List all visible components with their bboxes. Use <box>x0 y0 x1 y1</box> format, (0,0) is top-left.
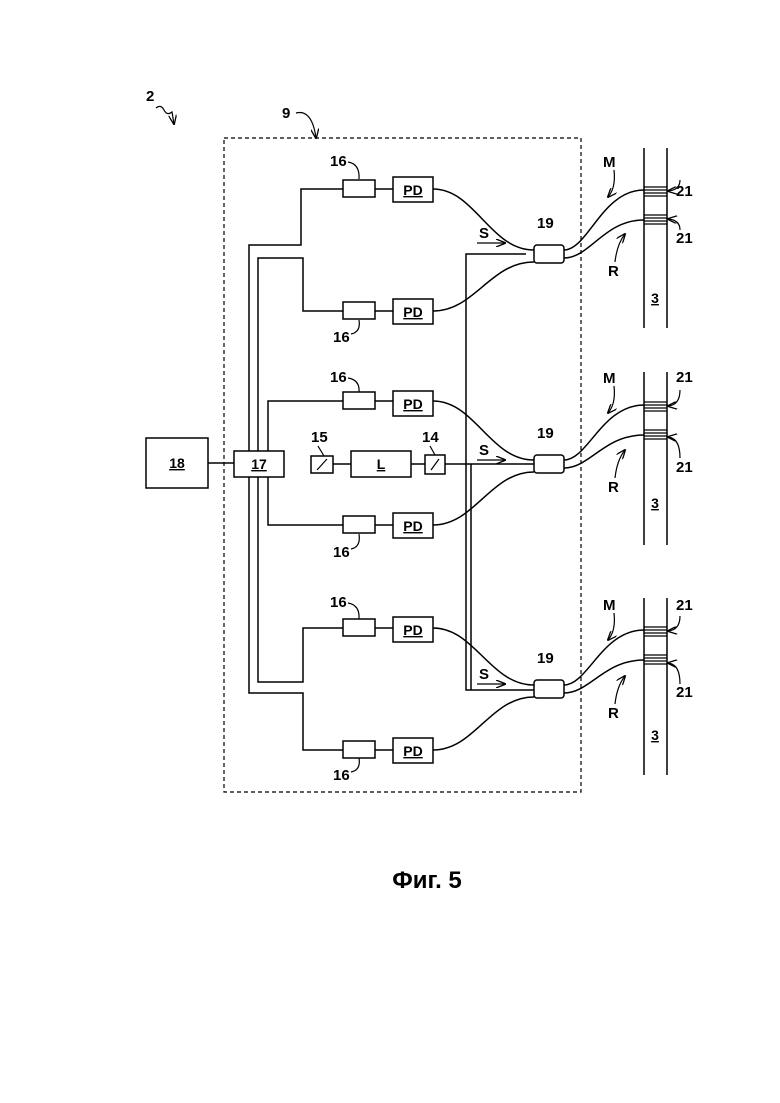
laser-chain: L 15 14 <box>311 429 445 477</box>
svg-text:S: S <box>479 666 489 683</box>
svg-text:16: 16 <box>330 369 347 386</box>
svg-text:R: R <box>608 263 619 280</box>
sensor-fiber-label: 3 <box>651 290 659 306</box>
filter-box <box>343 180 375 197</box>
controller-label: 17 <box>251 456 267 472</box>
svg-text:M: M <box>603 597 616 614</box>
svg-text:21: 21 <box>676 459 693 476</box>
isolator-ref-label: 14 <box>422 429 439 446</box>
path-labels: M R 21 21 M R 21 21 M R 21 21 <box>603 154 693 722</box>
svg-text:21: 21 <box>676 684 693 701</box>
system-ref-label: 2 <box>146 88 154 105</box>
coupler-box <box>534 245 564 263</box>
figure-caption: Фиг. 5 <box>392 867 462 894</box>
svg-text:21: 21 <box>676 369 693 386</box>
detector-row: PD <box>343 391 433 416</box>
coupler-label: 19 <box>537 425 554 442</box>
unit-ref-arrow <box>296 113 316 138</box>
svg-text:21: 21 <box>676 230 693 247</box>
signal-arrows: S S S <box>477 225 505 684</box>
coupler-box <box>534 680 564 698</box>
svg-text:S: S <box>479 225 489 242</box>
coupler-unit: 19 <box>433 628 644 750</box>
unit-ref-label: 9 <box>282 105 290 122</box>
laser-ref-label: 15 <box>311 429 328 446</box>
svg-text:16: 16 <box>333 767 350 784</box>
svg-text:16: 16 <box>333 544 350 561</box>
filter-box <box>343 302 375 319</box>
coupler-unit: 19 <box>433 189 644 311</box>
sensor-fiber-label: 3 <box>651 727 659 743</box>
grating-marks <box>644 627 667 664</box>
svg-text:S: S <box>479 442 489 459</box>
svg-text:21: 21 <box>676 597 693 614</box>
svg-text:16: 16 <box>330 153 347 170</box>
photodiode-label: PD <box>403 622 422 638</box>
coupler-unit: 19 <box>433 401 644 525</box>
grating-marks <box>644 187 667 224</box>
computer-label: 18 <box>169 455 185 471</box>
filter-box <box>343 516 375 533</box>
coupler-label: 19 <box>537 650 554 667</box>
photodiode-label: PD <box>403 304 422 320</box>
detector-row: PD <box>343 177 433 202</box>
filter-box <box>343 741 375 758</box>
coupler-label: 19 <box>537 215 554 232</box>
photodiode-label: PD <box>403 518 422 534</box>
photodiode-label: PD <box>403 396 422 412</box>
grating-marks <box>644 402 667 439</box>
photodiode-label: PD <box>403 743 422 759</box>
sensor-fiber-label: 3 <box>651 495 659 511</box>
svg-text:M: M <box>603 154 616 171</box>
sensor-fiber: 3 <box>644 372 667 545</box>
coupler-box <box>534 455 564 473</box>
detector-row: PD <box>343 738 433 763</box>
svg-text:M: M <box>603 370 616 387</box>
detector-row: PD <box>343 299 433 324</box>
svg-text:16: 16 <box>330 594 347 611</box>
laser-label: L <box>377 456 386 472</box>
detector-row: PD <box>343 617 433 642</box>
svg-text:R: R <box>608 705 619 722</box>
system-ref-arrow <box>156 106 174 124</box>
svg-text:16: 16 <box>333 329 350 346</box>
filter-box <box>343 392 375 409</box>
svg-text:R: R <box>608 479 619 496</box>
source-distribution <box>445 254 535 690</box>
photodiode-label: PD <box>403 182 422 198</box>
sensor-fiber: 3 <box>644 598 667 775</box>
detector-row: PD <box>343 513 433 538</box>
sensor-fiber: 3 <box>644 148 667 328</box>
filter-box <box>343 619 375 636</box>
